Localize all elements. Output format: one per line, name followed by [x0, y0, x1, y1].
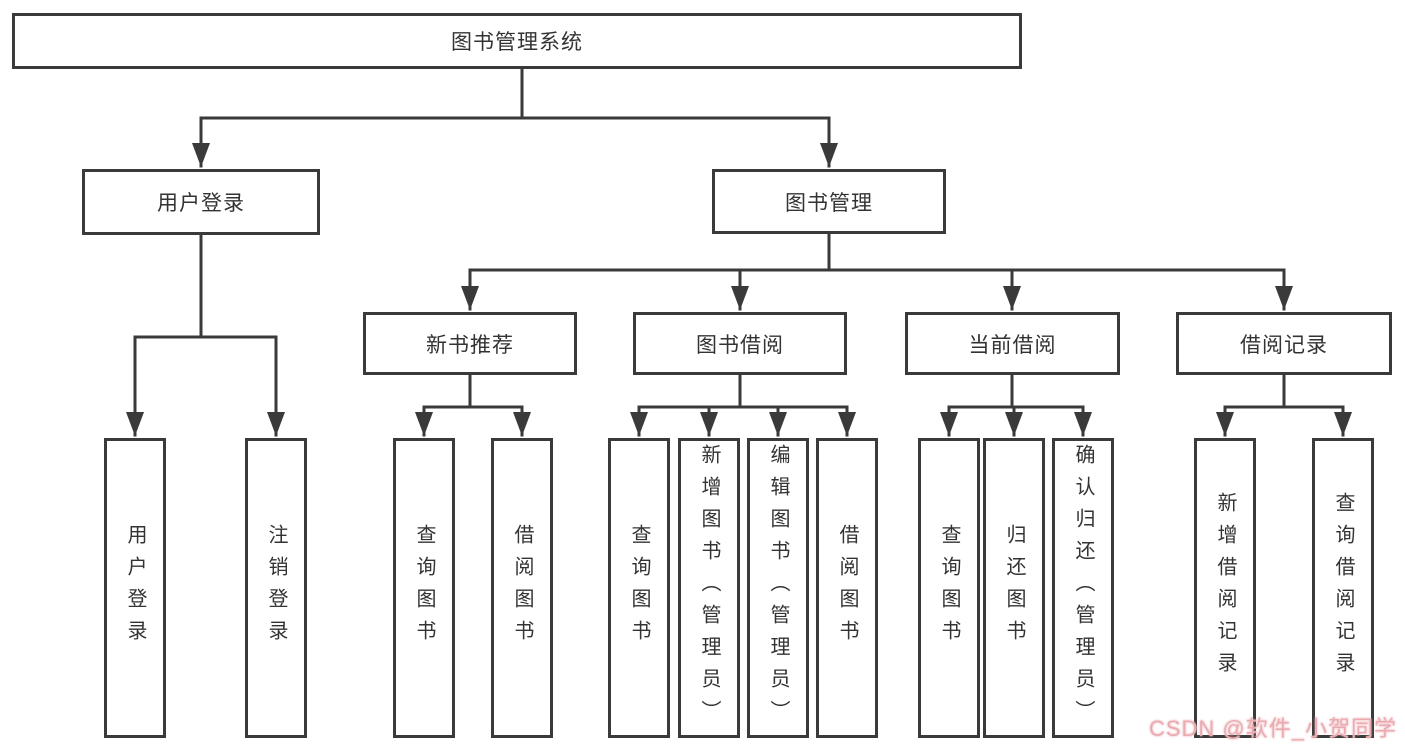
node-borrow-record: 借阅记录	[1176, 312, 1392, 375]
leaf-user-login: 用户登录	[104, 438, 166, 738]
leaf-confirm-return-admin: 确认归还（管理员）	[1052, 438, 1114, 738]
node-book-borrow: 图书借阅	[633, 312, 847, 375]
leaf-query-borrow-record: 查询借阅记录	[1312, 438, 1374, 738]
leaf-label: 归还图书	[1003, 524, 1025, 652]
leaf-label: 新增借阅记录	[1214, 492, 1236, 684]
leaf-label: 借阅图书	[836, 524, 858, 652]
leaf-label: 确认归还（管理员）	[1072, 444, 1094, 732]
leaf-borrow-books-recommend: 借阅图书	[491, 438, 553, 738]
leaf-label: 用户登录	[124, 524, 146, 652]
leaf-query-books-current: 查询图书	[918, 438, 980, 738]
leaf-label: 查询借阅记录	[1332, 492, 1354, 684]
leaf-borrow-books: 借阅图书	[816, 438, 878, 738]
leaf-label: 编辑图书（管理员）	[767, 444, 789, 732]
node-label: 图书管理	[785, 191, 873, 215]
leaf-label: 借阅图书	[511, 524, 533, 652]
leaf-query-books-borrow: 查询图书	[608, 438, 670, 738]
node-label: 借阅记录	[1240, 333, 1328, 357]
node-label: 图书借阅	[696, 333, 784, 357]
node-label: 新书推荐	[426, 333, 514, 357]
leaf-label: 查询图书	[938, 524, 960, 652]
leaf-label: 查询图书	[628, 524, 650, 652]
node-label: 用户登录	[157, 192, 245, 215]
node-new-book-recommend: 新书推荐	[363, 312, 577, 375]
node-system-root: 图书管理系统	[12, 13, 1022, 69]
csdn-watermark: CSDN @软件_小贺同学	[1148, 716, 1397, 741]
node-label: 图书管理系统	[451, 31, 583, 54]
node-label: 当前借阅	[968, 333, 1057, 357]
leaf-add-books-admin: 新增图书（管理员）	[678, 438, 740, 738]
node-current-borrow: 当前借阅	[905, 312, 1120, 375]
leaf-edit-books-admin: 编辑图书（管理员）	[747, 438, 809, 738]
leaf-label: 注销登录	[265, 524, 287, 652]
leaf-return-books: 归还图书	[983, 438, 1045, 738]
leaf-query-books-recommend: 查询图书	[393, 438, 455, 738]
leaf-label: 新增图书（管理员）	[698, 444, 720, 732]
leaf-label: 查询图书	[413, 524, 435, 652]
node-book-management: 图书管理	[712, 169, 946, 234]
leaf-add-borrow-record: 新增借阅记录	[1194, 438, 1256, 738]
leaf-logout: 注销登录	[245, 438, 307, 738]
node-user-login: 用户登录	[82, 169, 320, 235]
